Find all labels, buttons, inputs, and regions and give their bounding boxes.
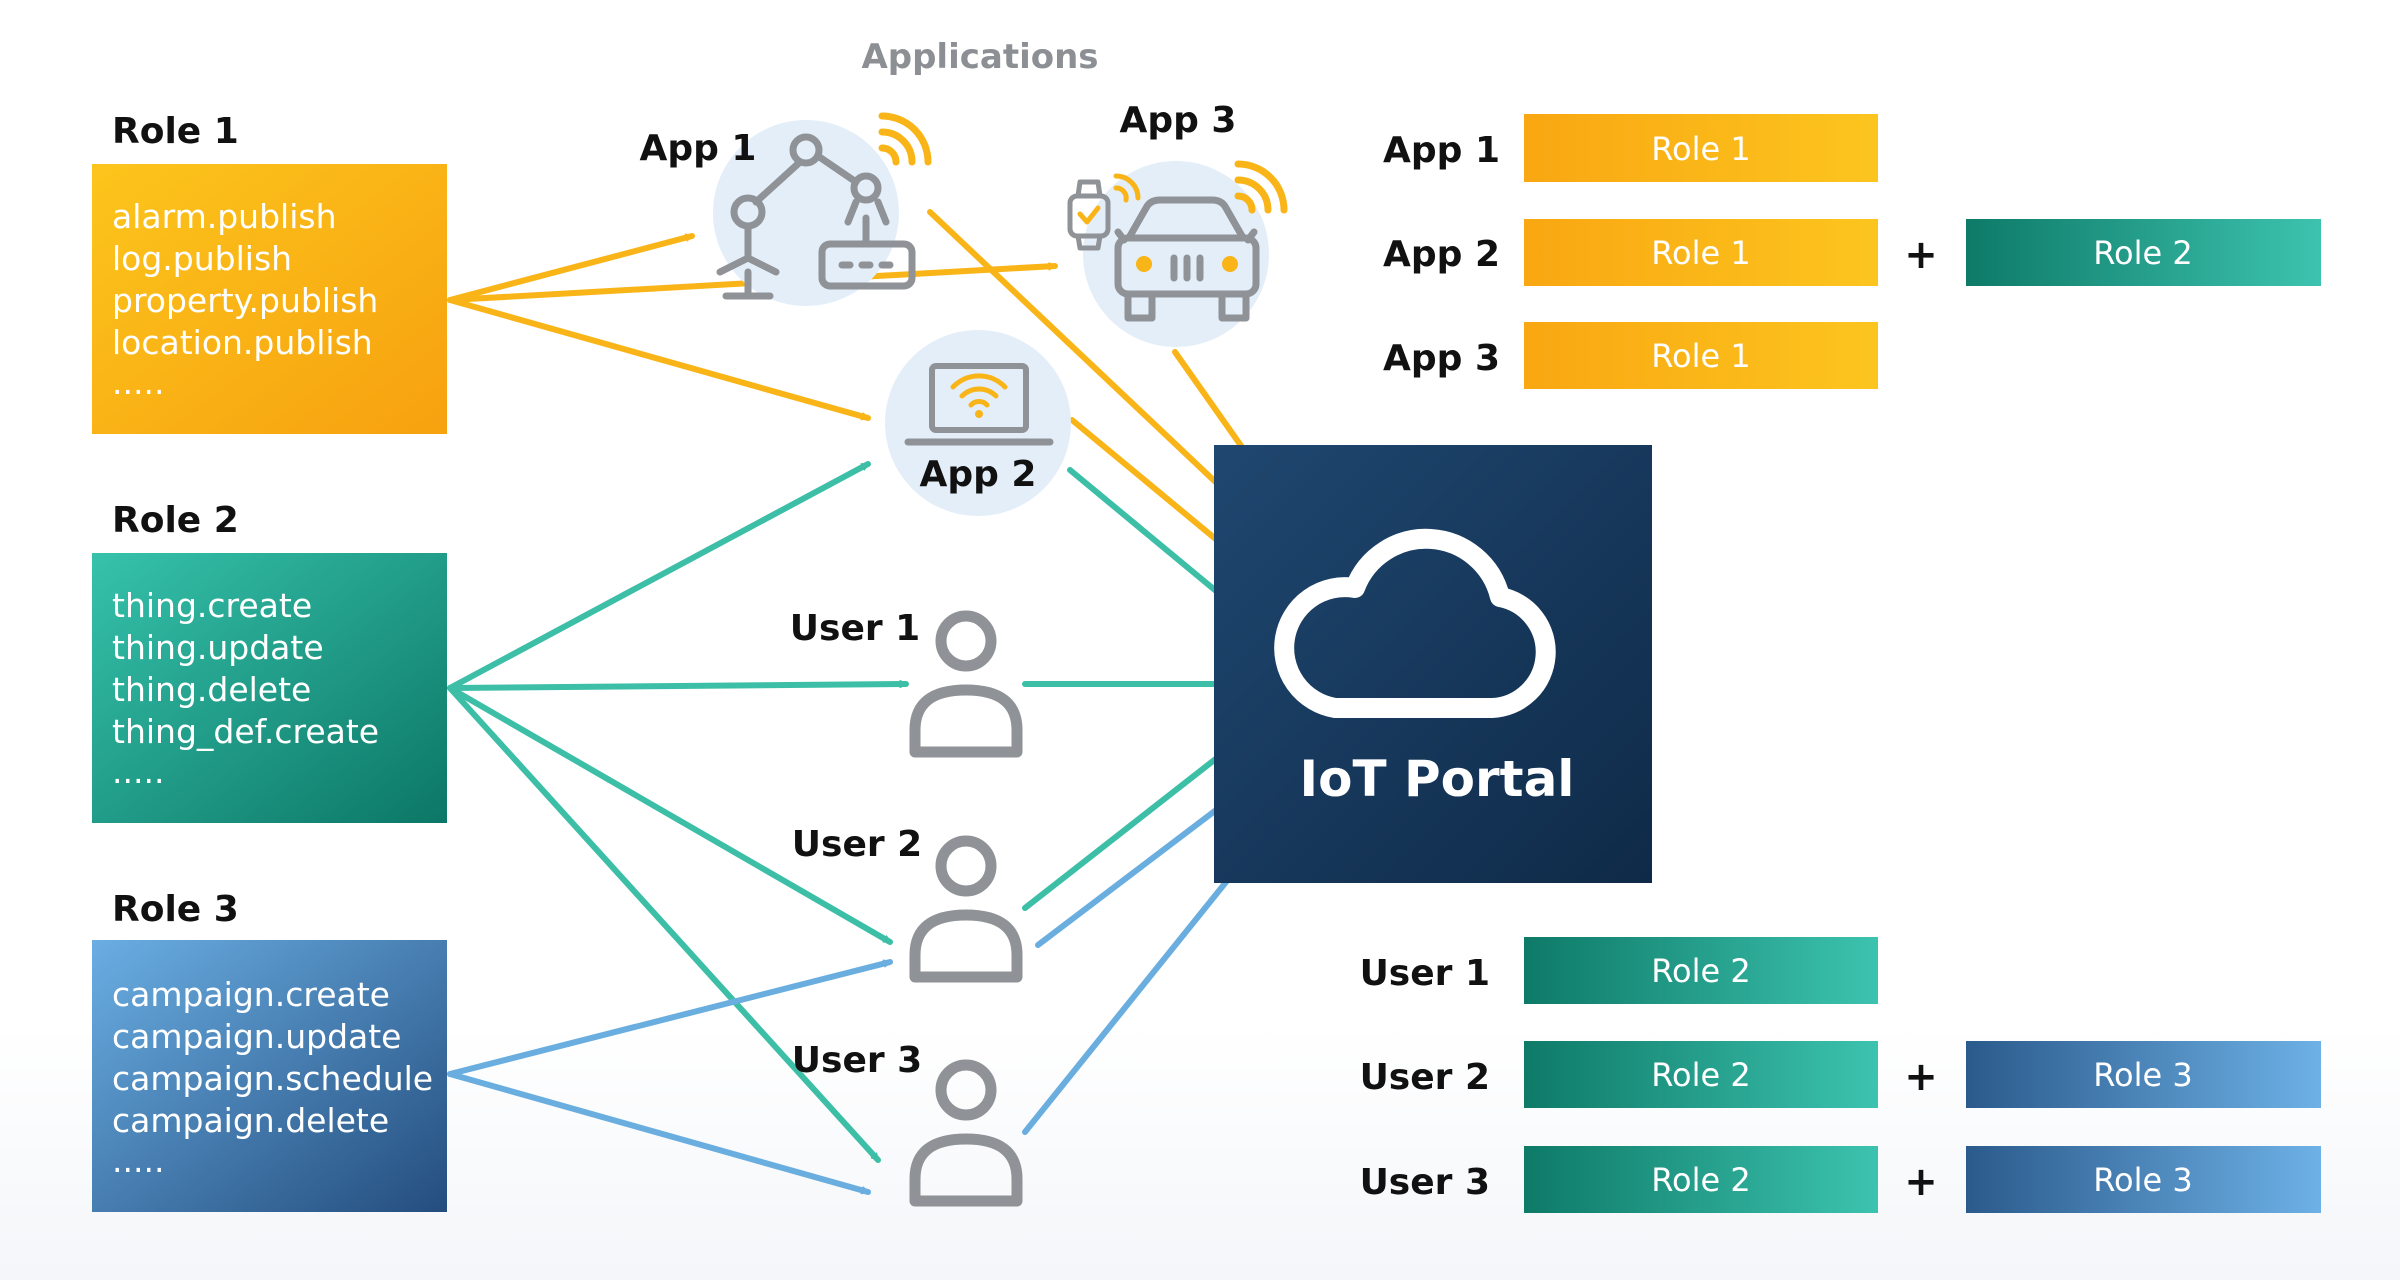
assign-role-text: Role 2 <box>1651 1161 1750 1199</box>
user-1-node: User 1 <box>790 608 1023 758</box>
plus-sign: + <box>1904 232 1938 278</box>
cloud-icon <box>1274 528 1556 718</box>
assign-label-user-2: User 2 <box>1360 1057 1490 1098</box>
role-2-box <box>92 553 447 823</box>
app-1-circle <box>713 120 899 306</box>
laptop-wifi-icon <box>904 363 1054 446</box>
robot-arm-icon <box>716 133 916 300</box>
assign-role-bar <box>1524 937 1878 1004</box>
role-2-perm: thing.delete <box>112 670 311 709</box>
arrow-role2-user1 <box>447 684 909 691</box>
arrow-role3-user2 <box>447 959 893 1077</box>
user-2-label: User 2 <box>792 824 922 865</box>
role-3-block: Role 3 campaign.create campaign.update c… <box>92 889 447 1212</box>
assign-role-text: Role 2 <box>1651 952 1750 990</box>
assign-role-text: Role 1 <box>1651 234 1750 272</box>
role-3-perm: campaign.update <box>112 1017 401 1056</box>
car-headlight-left <box>1136 256 1152 272</box>
arrow-role1-app1 <box>447 233 695 303</box>
assign-role-bar <box>1966 219 2321 286</box>
car-headlight-right <box>1222 256 1238 272</box>
user-assignments: User 1 Role 2 User 2 Role 2 + Role 3 Use… <box>1360 937 2321 1213</box>
app-1-node: App 1 <box>640 112 932 306</box>
user-2-node: User 2 <box>792 824 1023 983</box>
role-2-perm: ..... <box>112 752 164 791</box>
assign-label-app-2: App 2 <box>1383 234 1500 275</box>
role-1-box <box>92 164 447 434</box>
role-2-title: Role 2 <box>112 500 239 541</box>
user-3-label: User 3 <box>792 1040 922 1081</box>
arrow-role2-user3 <box>447 685 881 1163</box>
arrow-role1-app2 <box>447 297 871 421</box>
connected-car-icon <box>1114 196 1260 322</box>
role-2-perm: thing_def.create <box>112 712 379 751</box>
role-3-box <box>92 940 447 1212</box>
role-1-block: Role 1 alarm.publish log.publish propert… <box>92 111 447 434</box>
user-1-label: User 1 <box>790 608 920 649</box>
app-3-node: App 3 <box>1067 100 1288 347</box>
plus-sign: + <box>1904 1054 1938 1100</box>
iot-portal: IoT Portal <box>1214 445 1652 883</box>
assign-role-text: Role 2 <box>1651 1056 1750 1094</box>
role-1-perm: property.publish <box>112 281 378 320</box>
smartwatch-icon <box>1067 173 1141 251</box>
assign-label-app-1: App 1 <box>1383 130 1500 171</box>
user-3-node: User 3 <box>792 1040 1023 1207</box>
applications-heading: Applications <box>861 37 1098 77</box>
user-icon <box>909 1059 1023 1207</box>
role-3-title: Role 3 <box>112 889 239 930</box>
app-2-label: App 2 <box>920 454 1037 495</box>
assign-label-app-3: App 3 <box>1383 338 1500 379</box>
app-1-label: App 1 <box>640 128 757 169</box>
assign-role-bar <box>1524 114 1878 182</box>
assign-role-bar <box>1524 219 1878 286</box>
iot-portal-label: IoT Portal <box>1300 750 1575 808</box>
arrow-role2-app2 <box>447 461 871 691</box>
app-1-wifi-icon <box>878 112 932 166</box>
app-3-wifi-icon <box>1234 160 1288 214</box>
role-3-perm: campaign.delete <box>112 1101 389 1140</box>
app-2-node: App 2 <box>885 330 1071 516</box>
plus-sign: + <box>1904 1159 1938 1205</box>
assign-label-user-3: User 3 <box>1360 1162 1490 1203</box>
assign-role-text: Role 1 <box>1651 130 1750 168</box>
app-3-label: App 3 <box>1120 100 1237 141</box>
assign-role-text: Role 1 <box>1651 337 1750 375</box>
laptop-wifi-dot <box>975 410 983 418</box>
user-icon <box>909 610 1023 758</box>
role-1-title: Role 1 <box>112 111 239 152</box>
assign-role-bar <box>1524 322 1878 389</box>
assign-role-text: Role 2 <box>2093 234 2192 272</box>
role-1-perm: alarm.publish <box>112 197 337 236</box>
assign-role-text: Role 3 <box>2093 1161 2192 1199</box>
assign-label-user-1: User 1 <box>1360 953 1490 994</box>
role-2-block: Role 2 thing.create thing.update thing.d… <box>92 500 447 823</box>
arrow-role2-user2 <box>447 685 893 945</box>
assign-role-text: Role 3 <box>2093 1056 2192 1094</box>
assign-role-bar <box>1966 1146 2321 1213</box>
role-1-perm: log.publish <box>112 239 292 278</box>
role-2-perm: thing.create <box>112 586 312 625</box>
role-3-perm: ..... <box>112 1141 164 1180</box>
assign-role-bar <box>1524 1146 1878 1213</box>
role-1-perm: ..... <box>112 363 164 402</box>
assign-role-bar <box>1966 1041 2321 1108</box>
role-3-perm: campaign.schedule <box>112 1059 433 1098</box>
arrow-role3-user3 <box>447 1071 871 1195</box>
assign-role-bar <box>1524 1041 1878 1108</box>
role-2-perm: thing.update <box>112 628 324 667</box>
user-icon <box>909 835 1023 983</box>
app-assignments: App 1 Role 1 App 2 Role 1 + Role 2 App 3… <box>1383 114 2321 389</box>
role-1-perm: location.publish <box>112 323 373 362</box>
role-3-perm: campaign.create <box>112 975 390 1014</box>
